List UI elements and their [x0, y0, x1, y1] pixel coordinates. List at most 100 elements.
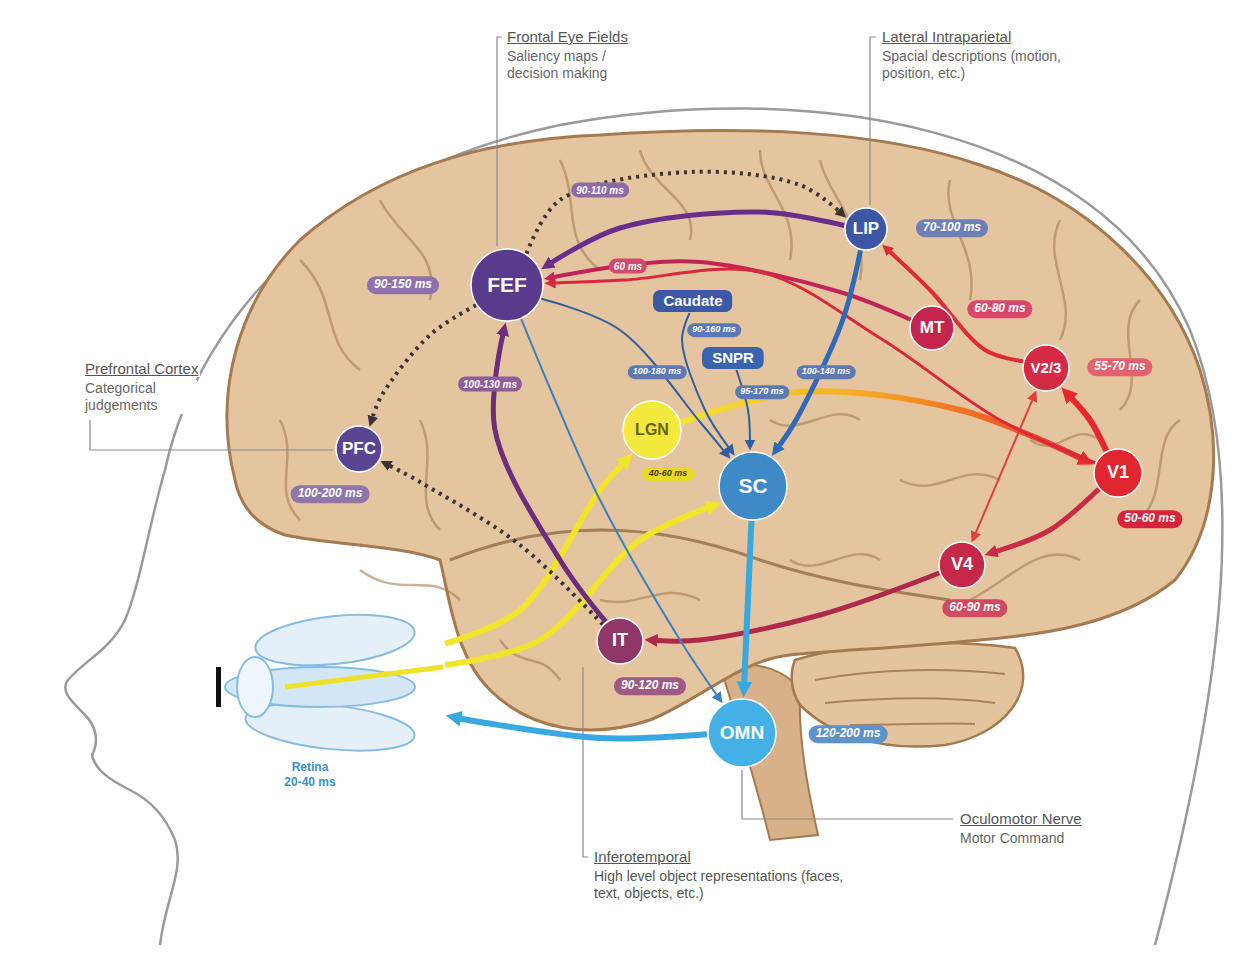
callout-note: High level object representations (faces… [592, 868, 856, 902]
callout-note: Categorical judgements [83, 380, 197, 414]
gyrus-line [760, 150, 792, 260]
pathway-arrow [681, 391, 1080, 458]
eye-illustration [216, 608, 443, 758]
callout-title: Lateral Intraparietal [880, 28, 1013, 45]
gyrus-line [770, 414, 860, 426]
area-name: V4 [951, 555, 973, 575]
callout-title: Prefrontal Cortex [83, 360, 200, 377]
latency-pill: 90-150 ms [367, 276, 439, 294]
area-circle [719, 452, 787, 520]
leader-line [870, 37, 876, 205]
brain-area-circle: V2/355-70 ms [1022, 344, 1070, 392]
pathway-arrow [976, 400, 1033, 533]
gyrus-line [640, 150, 691, 240]
gyrus-line [900, 474, 1000, 486]
leader-line [583, 667, 588, 857]
optic-nerve [285, 667, 443, 687]
callout-title: Inferotemporal [592, 848, 693, 865]
brain-area-circle: LIP70-100 ms [844, 207, 888, 251]
area-name: LGN [635, 421, 669, 439]
area-circle [1094, 449, 1142, 497]
area-circle [708, 699, 776, 767]
area-circle [623, 401, 681, 459]
leader-line [497, 37, 502, 246]
area-name: V2/3 [1031, 360, 1062, 377]
latency-pill: 100-140 ms [797, 365, 856, 379]
area-circle [336, 426, 382, 472]
area-name: V1 [1107, 463, 1129, 483]
area-name: Caudate [663, 293, 722, 310]
callout-note: Saliency maps / decision making [505, 48, 659, 82]
pathway-arrow [744, 521, 751, 682]
area-circle [597, 618, 643, 664]
nucleus-box [653, 290, 732, 312]
area-circle [845, 208, 887, 250]
gyrus-line [970, 555, 1080, 600]
area-name: OMN [720, 723, 764, 744]
pathway-arrow [373, 305, 476, 417]
callout-title: Oculomotor Nerve [958, 810, 1084, 827]
retina-label: 20-40 ms [260, 775, 360, 790]
gyrus-line [790, 554, 880, 566]
gyrus-line [948, 180, 971, 300]
brain-area-circle: FEF90-150 ms [470, 248, 544, 322]
leader-line [90, 420, 333, 450]
callout-note: Spacial descriptions (motion, position, … [880, 48, 1069, 82]
latency-pill: 100-200 ms [291, 485, 370, 503]
head-outline [65, 108, 1222, 945]
pathway-arrow [552, 212, 845, 263]
area-name: MT [920, 319, 945, 338]
latency-pill: 60 ms [609, 259, 647, 274]
leader-lines [90, 37, 953, 857]
retina-caption: Retina20-40 ms [260, 760, 360, 790]
pathway-arrow [390, 466, 603, 625]
leader-line [742, 770, 953, 819]
callout-title: Frontal Eye Fields [505, 28, 630, 45]
area-name: LIP [853, 220, 879, 239]
cerebellum-fold [825, 699, 995, 704]
latency-pill: 95-170 ms [735, 385, 789, 399]
latency-pill: 60-90 ms [942, 599, 1007, 617]
cerebrum [227, 130, 1214, 730]
cerebellum [792, 643, 1023, 747]
area-circle [471, 249, 543, 321]
area-name: SC [738, 474, 767, 497]
gyrus-line [420, 420, 440, 530]
pathway-arrow [521, 319, 716, 695]
latency-pill: 120-200 ms [809, 725, 888, 743]
pathway-arrow [555, 269, 1095, 463]
retina-label: Retina [260, 760, 360, 775]
pathway-arrow [657, 573, 939, 641]
brain-area-circle: IT90-120 ms [596, 617, 644, 665]
nucleus-box [702, 347, 764, 369]
cerebellum-fold [815, 670, 1005, 680]
gyrus-line [1120, 300, 1140, 410]
brain-area-circle: SC [718, 451, 788, 521]
latency-pill: 55-70 ms [1087, 358, 1152, 376]
latency-pill: 50-60 ms [1117, 510, 1182, 528]
gyri [280, 150, 1180, 680]
pathway-arrow [736, 370, 750, 440]
latency-pill: 70-100 ms [916, 219, 988, 237]
area-name: FEF [487, 273, 527, 296]
area-name: PFC [342, 440, 376, 459]
brain-area-circle: OMN120-200 ms [707, 698, 777, 768]
eye-lens-upper [253, 608, 417, 672]
nucleus-label-box: SNPR [701, 346, 765, 370]
callout-note: Motor Command [958, 830, 1066, 847]
eye-cornea [237, 657, 273, 717]
brain-area-circle: PFC100-200 ms [335, 425, 383, 473]
brain-area-circle: V150-60 ms [1093, 448, 1143, 498]
area-circle [910, 306, 954, 350]
area-circle [939, 542, 985, 588]
latency-pill: 90-110 ms [571, 183, 629, 198]
area-name: SNPR [712, 350, 754, 367]
gyrus-line [360, 570, 460, 600]
latency-pill: 90-120 ms [614, 677, 686, 695]
pathway-arrow [996, 489, 1098, 551]
latency-pill: 100-130 ms [458, 377, 522, 392]
pathway-arrow [460, 718, 707, 738]
latency-pill: 60-80 ms [967, 300, 1032, 318]
latency-pill: 100-180 ms [628, 365, 687, 379]
